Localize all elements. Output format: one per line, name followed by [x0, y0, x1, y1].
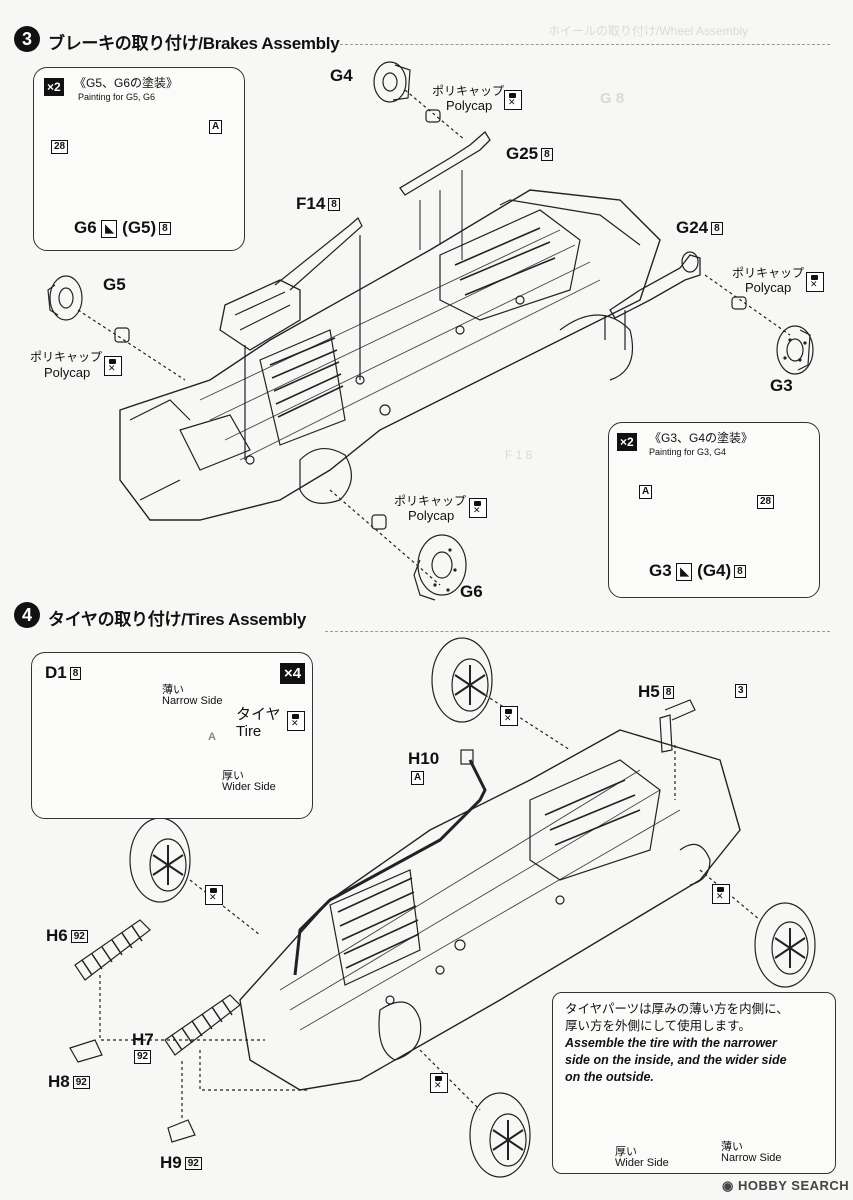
ghost-text: F 1 8 — [505, 448, 533, 462]
watermark: ◉ HOBBY SEARCH — [722, 1178, 850, 1193]
polycap-jp-1: ポリキャップ — [432, 84, 505, 98]
ghost-text: G 8 — [600, 90, 625, 107]
step4-divider — [325, 631, 830, 632]
h6-exhaust-guard — [74, 919, 265, 1041]
polycap-icon — [806, 272, 824, 292]
g4-brake-disc — [373, 61, 411, 103]
multiplier-badge: ×2 — [44, 78, 64, 96]
h7-exhaust-guard — [164, 994, 310, 1091]
step3-number: 3 — [14, 26, 40, 52]
g6-label: G6 ◣ (G5)8 — [74, 218, 171, 238]
label-g4: G4 — [330, 66, 353, 85]
note-en-line1: Assemble the tire with the narrower — [565, 1036, 777, 1050]
label-g5: G5 — [103, 275, 126, 294]
note-jp-line2: 厚い方を外側にして使用します。 — [565, 1019, 751, 1033]
tire-en: Tire — [236, 723, 262, 740]
color-code-28: 28 — [757, 495, 775, 509]
step3-title: ブレーキの取り付け/Brakes Assembly — [48, 34, 340, 53]
note-jp-line1: タイヤパーツは厚みの薄い方を内側に、 — [565, 1002, 789, 1016]
color-letter-a: A — [639, 485, 653, 499]
tire-rear-right — [419, 1049, 531, 1178]
narrow-jp: 薄い — [162, 684, 184, 696]
tire-letter: A — [208, 731, 216, 743]
mirror-icon: ◣ — [676, 562, 693, 581]
tire-icon — [712, 884, 730, 904]
tire-orientation-note: タイヤパーツは厚みの薄い方を内側に、 厚い方を外側にして使用します。 Assem… — [552, 992, 836, 1174]
chassis-step3 — [119, 189, 661, 521]
g5-brake-disc — [47, 275, 83, 321]
polycap-en-3: Polycap — [44, 365, 91, 380]
tire-front-right — [699, 869, 816, 988]
polycap-icon — [469, 498, 487, 518]
panel-subheading: Painting for G5, G6 — [78, 92, 156, 102]
tire-rear-left — [129, 817, 261, 936]
polycap-en-1: Polycap — [446, 98, 493, 113]
g6-brake-disc — [413, 534, 467, 601]
panel-subheading: Painting for G3, G4 — [649, 447, 727, 457]
h9-part — [167, 1119, 196, 1143]
step4-number: 4 — [14, 602, 40, 628]
label-g3: G3 — [770, 376, 793, 395]
note-narrow-en: Narrow Side — [721, 1152, 782, 1164]
runner-92: 92 — [134, 1050, 152, 1064]
painting-panel-g3-g4: ×2 《G3、G4の塗装》 Painting for G3, G4 A 28 G… — [608, 422, 820, 598]
wide-jp: 厚い — [222, 770, 244, 782]
h8-part — [69, 1039, 103, 1063]
f14-caliper — [219, 217, 363, 351]
g24-arm — [609, 254, 701, 319]
color-letter-a: A — [209, 120, 223, 134]
polycap-jp-2: ポリキャップ — [732, 266, 805, 280]
label-g6: G6 — [460, 582, 483, 601]
g25-arm — [399, 131, 491, 196]
label-h7: H7 — [132, 1030, 154, 1049]
tire-assembly-panel: D18 ×4 薄い Narrow Side タイヤ Tire A 厚い Wide… — [31, 652, 313, 819]
ghost-text: ホイールの取り付け/Wheel Assembly — [548, 24, 749, 38]
polycap-jp-3: ポリキャップ — [30, 350, 103, 364]
watermark-logo-icon: ◉ — [722, 1178, 738, 1193]
note-en-line2: side on the inside, and the wider side — [565, 1053, 787, 1067]
step4-title: タイヤの取り付け/Tires Assembly — [48, 610, 307, 629]
g3-brake-disc — [776, 325, 814, 375]
note-wide-jp: 厚い — [615, 1146, 637, 1158]
tire-icon — [287, 711, 305, 731]
polycap-en-2: Polycap — [745, 280, 792, 295]
panel-heading: 《G3、G4の塗装》 — [649, 431, 754, 445]
mirror-icon: ◣ — [101, 219, 118, 238]
label-h10: H10 — [408, 749, 440, 768]
color-letter-a: A — [411, 771, 425, 785]
note-narrow-jp: 薄い — [721, 1141, 743, 1153]
multiplier-badge: ×2 — [617, 433, 637, 451]
g3-label: G3 ◣ (G4)8 — [649, 561, 746, 581]
color-code-3: 3 — [735, 684, 747, 698]
narrow-en: Narrow Side — [162, 695, 223, 707]
step3-divider — [340, 44, 830, 45]
tire-icon — [205, 885, 223, 905]
polycap-icon — [504, 90, 522, 110]
chassis-step4 — [239, 699, 741, 1091]
color-code-28: 28 — [51, 140, 69, 154]
polycap-icon — [104, 356, 122, 376]
panel-heading: 《G5、G6の塗装》 — [74, 76, 179, 90]
tire-front-left — [431, 637, 571, 751]
tire-icon — [500, 706, 518, 726]
tire-icon — [430, 1073, 448, 1093]
tire-jp: タイヤ — [236, 706, 281, 723]
multiplier-badge: ×4 — [280, 663, 306, 684]
wide-en: Wider Side — [222, 781, 276, 793]
polycap-en-4: Polycap — [408, 508, 455, 523]
painting-panel-g5-g6: ×2 《G5、G6の塗装》 Painting for G5, G6 28 A G… — [33, 67, 245, 251]
note-wide-en: Wider Side — [615, 1157, 669, 1169]
note-en-line3: on the outside. — [565, 1070, 654, 1084]
polycap-jp-4: ポリキャップ — [394, 494, 467, 508]
